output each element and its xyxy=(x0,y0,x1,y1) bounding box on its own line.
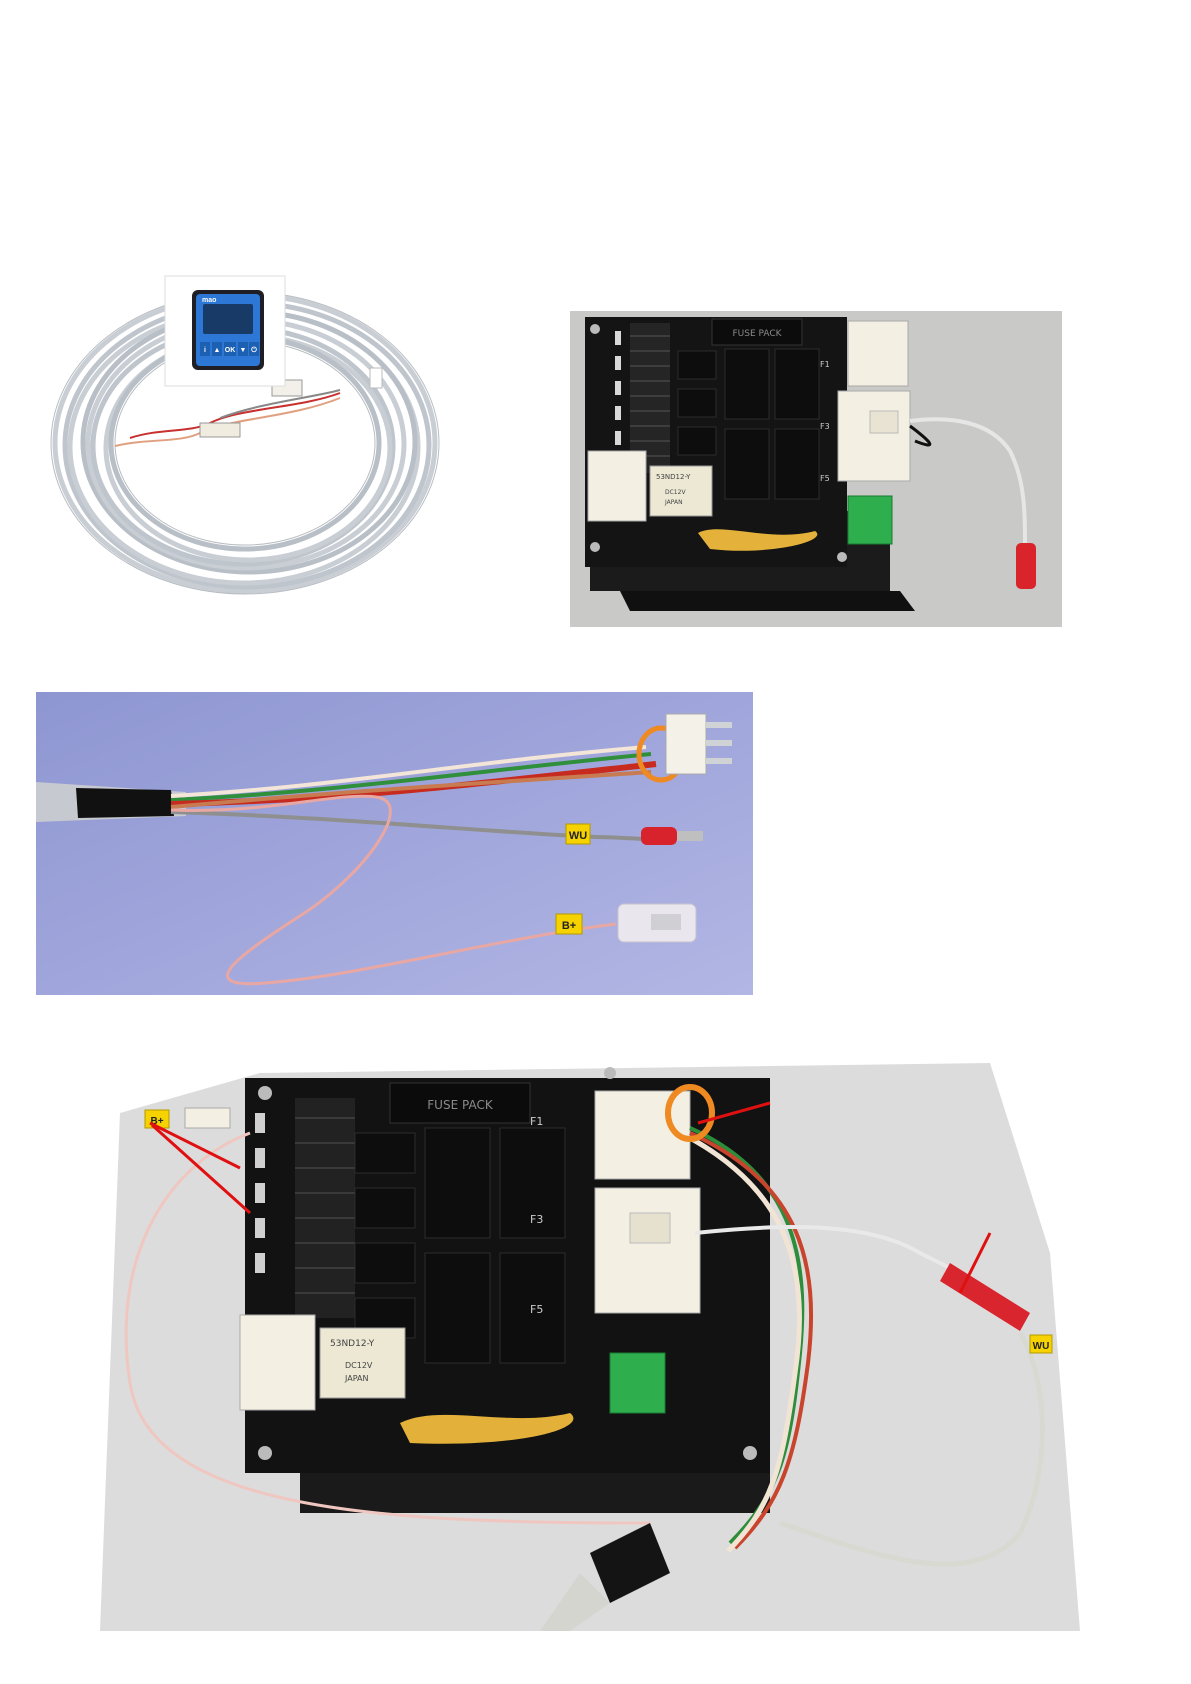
photo-relay-board-top: FUSE PACK F1 F3 F5 53ND12-Y DC12V JAPAN xyxy=(570,311,1062,627)
controller-display xyxy=(203,304,253,334)
wiring-harness-illustration: WU B+ xyxy=(36,692,753,995)
cable-coil-illustration: mao i ▲ OK ▼ ⏻ xyxy=(40,268,460,618)
fuse-id-f5: F5 xyxy=(820,474,830,483)
wu-tag-label: WU xyxy=(1033,1341,1050,1352)
assembled-board-illustration: FUSE PACK F1 F3 F5 53ND12-Y DC12V JAPAN xyxy=(90,1053,1100,1631)
controller-button-info: i xyxy=(204,347,206,354)
wu-tag-label: WU xyxy=(569,830,587,842)
fuse-id-f3: F3 xyxy=(530,1213,543,1226)
fuse-id-f1: F1 xyxy=(530,1115,543,1128)
relay-origin: JAPAN xyxy=(344,1374,368,1383)
fuse-pack-label: FUSE PACK xyxy=(427,1098,494,1112)
relay-voltage: DC12V xyxy=(345,1361,373,1370)
relay-label: 53ND12-Y xyxy=(330,1339,375,1349)
relay-voltage: DC12V xyxy=(665,489,686,496)
fuse-id-f1: F1 xyxy=(820,360,830,369)
connector-left xyxy=(240,1315,315,1410)
electrical-tape xyxy=(76,788,174,818)
green-terminal xyxy=(848,496,892,544)
controller-brand-label: mao xyxy=(202,297,216,304)
connector-plug xyxy=(200,423,240,437)
fuse-pack-label: FUSE PACK xyxy=(732,329,782,339)
controller-button-up: ▲ xyxy=(214,347,221,354)
connector-main xyxy=(838,391,910,481)
relay-origin: JAPAN xyxy=(664,499,683,506)
controller-button-down: ▼ xyxy=(240,347,247,354)
connector-top-right xyxy=(848,321,908,386)
fuse-id-f3: F3 xyxy=(820,422,830,431)
controller-button-power: ⏻ xyxy=(251,346,257,354)
wu-red-terminal xyxy=(641,827,677,845)
controller-button-ok: OK xyxy=(225,347,236,354)
photo-assembled-board: FUSE PACK F1 F3 F5 53ND12-Y DC12V JAPAN xyxy=(90,1053,1100,1631)
red-terminal xyxy=(1016,543,1036,589)
bplus-tag-label: B+ xyxy=(562,920,576,932)
relay-board-illustration: FUSE PACK F1 F3 F5 53ND12-Y DC12V JAPAN xyxy=(570,311,1062,627)
relay-label: 53ND12-Y xyxy=(656,473,691,481)
green-terminal xyxy=(610,1353,665,1413)
connector-left xyxy=(588,451,646,521)
connector-main xyxy=(595,1188,700,1313)
relay-block xyxy=(725,349,769,419)
fuse-id-f5: F5 xyxy=(530,1303,543,1316)
photo-cable-coil-controller: mao i ▲ OK ▼ ⏻ xyxy=(40,268,460,618)
harness-connector xyxy=(666,714,706,774)
photo-wiring-harness: WU B+ xyxy=(36,692,753,995)
